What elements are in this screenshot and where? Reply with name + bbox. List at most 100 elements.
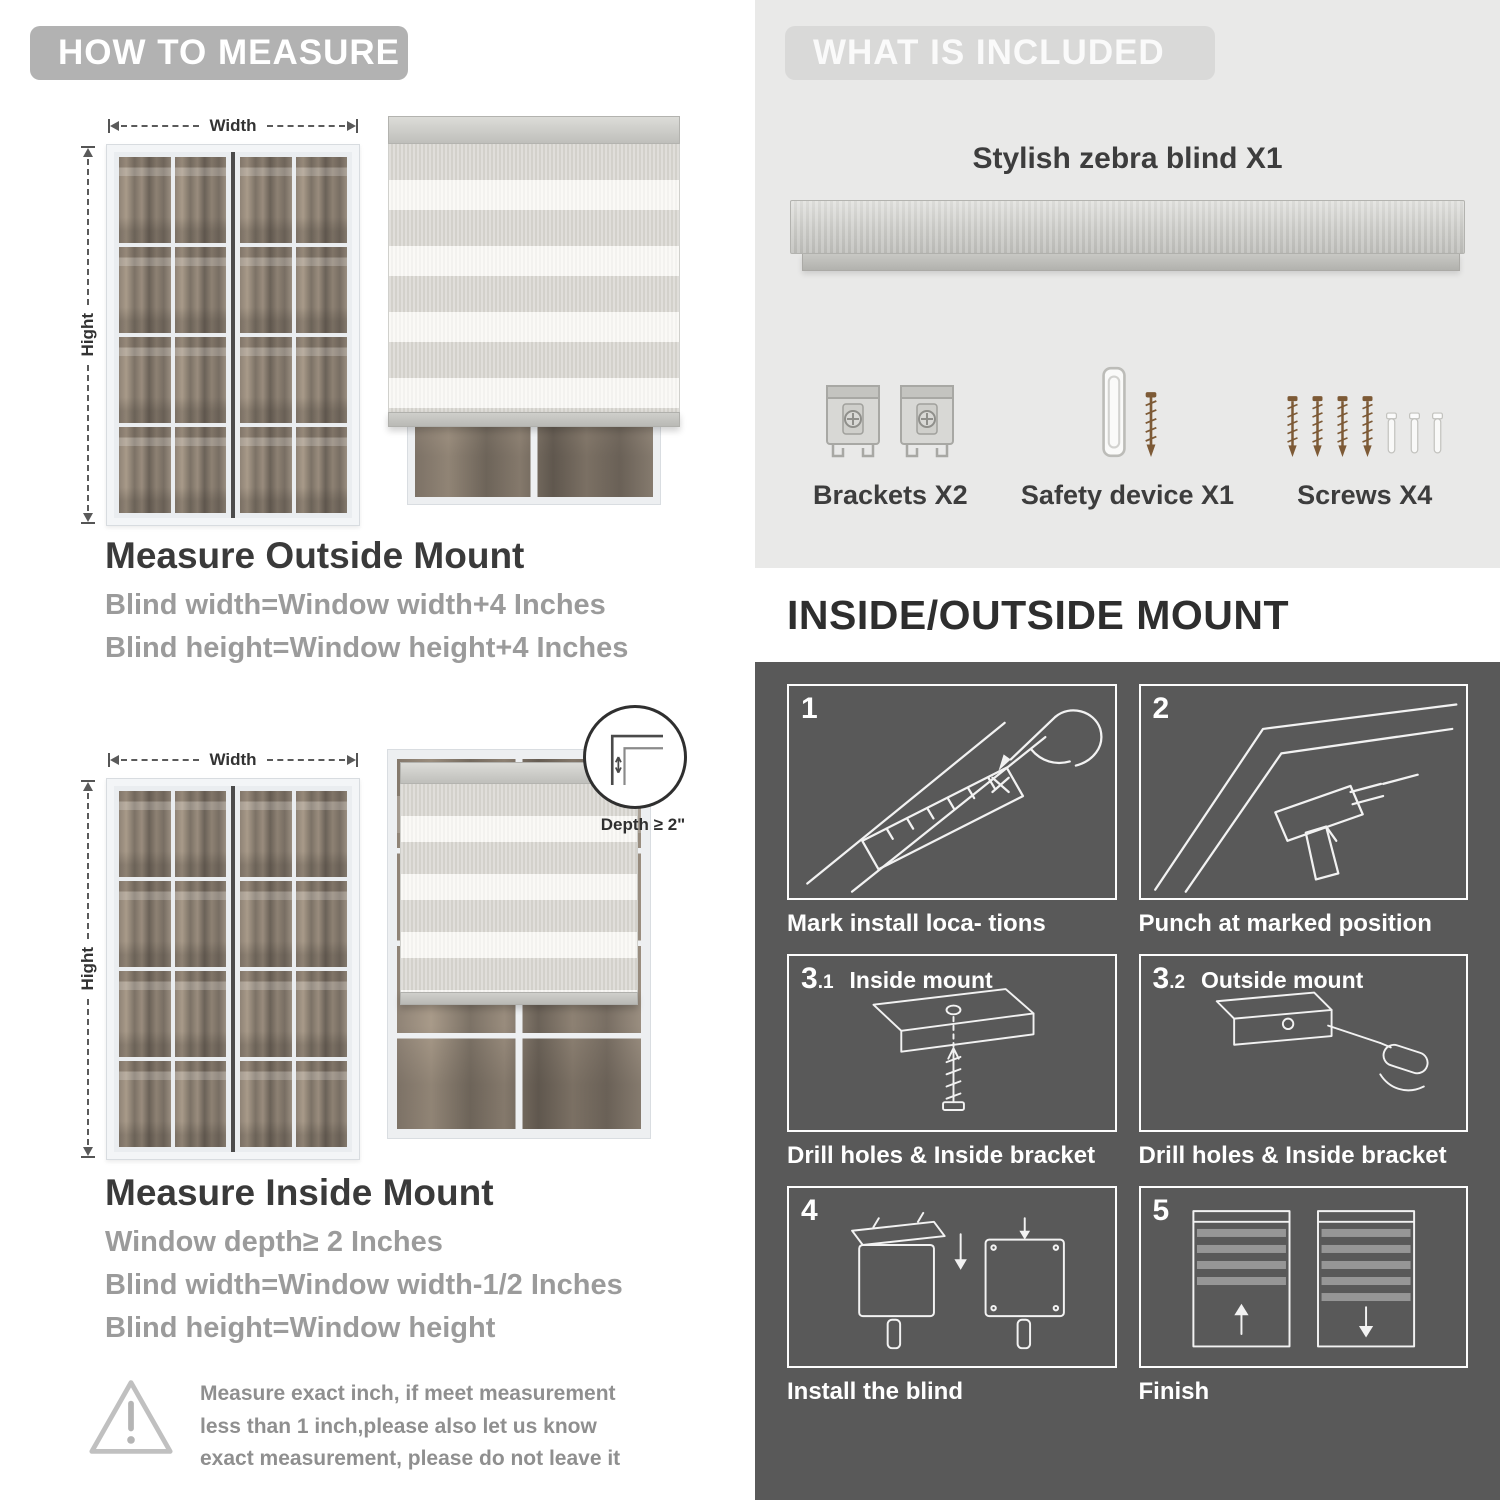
how-to-measure-banner: HOW TO MEASURE [30, 26, 408, 80]
zebra-blind [388, 116, 680, 427]
blind-bottom-rail [388, 412, 680, 427]
screw-icon [1145, 392, 1158, 457]
screw-icon [1362, 396, 1373, 457]
blind-product-label: Stylish zebra blind X1 [972, 142, 1283, 175]
zebra-blind-inside-illustration: Depth ≥ 2" [387, 705, 687, 1139]
window-sash-right [235, 152, 352, 518]
window-mullion [231, 786, 235, 1152]
depth-label: Depth ≥ 2" [600, 815, 686, 834]
step-2-box: 2 [1138, 684, 1468, 900]
bracket-icon [900, 385, 955, 458]
figure-outside-mount: Width Hight [70, 108, 680, 526]
warning-note: Measure exact inch, if meet measurement … [88, 1376, 678, 1476]
step-4: 4 I [787, 1186, 1117, 1406]
window-frame [106, 144, 360, 526]
drill-illustration [1153, 703, 1457, 893]
height-label: Hight [78, 313, 97, 357]
brackets-group: Brackets X2 [780, 338, 1001, 511]
screw-icon [1287, 396, 1298, 457]
what-is-included-banner: WHAT IS INCLUDED [785, 26, 1215, 80]
inside-mount-text: Measure Inside Mount Window depth≥ 2 Inc… [105, 1172, 623, 1355]
screws-label: Screws X4 [1297, 480, 1433, 510]
window-mullion [231, 152, 235, 518]
headrail-illustration [790, 200, 1465, 271]
window-illustration: Width Hight [70, 108, 360, 526]
window-sash-left [114, 786, 231, 1152]
blind-stripes [388, 144, 680, 412]
width-label: Width [209, 116, 257, 135]
safety-device-group: Safety device X1 [1001, 338, 1255, 511]
install-blind-illustration [851, 1211, 1065, 1350]
finish-illustration [1191, 1210, 1415, 1348]
how-to-measure-section: HOW TO MEASURE Width Hight [0, 0, 725, 1500]
headrail-lip [802, 254, 1460, 271]
blind-stripes [400, 784, 638, 992]
window-frame [106, 778, 360, 1160]
inside-height-rule: Blind height=Window height [105, 1312, 496, 1344]
zebra-blind [400, 762, 638, 1005]
wall-anchor-icon [1386, 412, 1398, 454]
mount-steps-panel: 1 Mark install loca- tions [755, 662, 1500, 1500]
outside-mount-heading: Measure Outside Mount [105, 535, 525, 576]
blind-headrail [388, 116, 680, 144]
mount-section-title: INSIDE/OUTSIDE MOUNT [755, 568, 1500, 662]
hardware-row: Brackets X2 [780, 338, 1475, 511]
safety-device-label: Safety device X1 [1020, 480, 1235, 510]
screw-icon [1312, 396, 1323, 457]
headrail-fascia [790, 200, 1465, 254]
width-arrow: Width [106, 742, 360, 778]
step-5-box: 5 [1138, 1186, 1468, 1368]
safety-device-icon [1102, 366, 1127, 458]
step-caption: Finish [1138, 1378, 1210, 1405]
outside-mount-text: Measure Outside Mount Blind width=Window… [105, 535, 628, 675]
outside-height-rule: Blind height=Window height+4 Inches [105, 632, 629, 664]
inside-bracket-illustration [872, 988, 1035, 1111]
window-sash-left [114, 152, 231, 518]
screw-icon [1337, 396, 1348, 457]
outside-width-rule: Blind width=Window width+4 Inches [105, 589, 606, 621]
step-5: 5 [1138, 1186, 1468, 1406]
step-caption: Drill holes & Inside bracket [787, 1142, 1096, 1169]
inside-width-rule: Blind width=Window width-1/2 Inches [105, 1269, 623, 1301]
step-caption: Punch at marked position [1138, 910, 1432, 937]
warning-text: Measure exact inch, if meet measurement … [200, 1382, 621, 1471]
width-arrow: Width [106, 108, 360, 144]
what-is-included-panel: WHAT IS INCLUDED Stylish zebra blind X1 [755, 0, 1500, 568]
inside-mount-heading: Measure Inside Mount [105, 1172, 494, 1213]
depth-callout-circle [583, 705, 687, 809]
height-arrow: Hight [70, 144, 106, 526]
height-label: Hight [78, 947, 97, 991]
window-sash-right [235, 786, 352, 1152]
step-1-box: 1 [787, 684, 1117, 900]
screws-group: Screws X4 [1254, 338, 1475, 511]
step-4-box: 4 [787, 1186, 1117, 1368]
figure-inside-mount: Width Hight [70, 705, 687, 1160]
step-number: 1 [801, 692, 818, 725]
blind-bottom-rail [400, 992, 638, 1005]
window-corner-icon [610, 734, 663, 785]
step-caption: Install the blind [787, 1378, 964, 1405]
window-illustration: Width Hight [70, 742, 360, 1160]
step-number: 4 [801, 1194, 818, 1227]
wall-anchor-icon [1432, 412, 1444, 454]
step-caption: Drill holes & Inside bracket [1138, 1142, 1447, 1169]
inside-depth-rule: Window depth≥ 2 Inches [105, 1226, 443, 1258]
wall-anchor-icon [1409, 412, 1421, 454]
brackets-label: Brackets X2 [813, 480, 968, 510]
width-label: Width [209, 750, 257, 769]
step-2: 2 Punch at marked position [1138, 684, 1468, 938]
height-arrow: Hight [70, 778, 106, 1160]
zebra-blind-outside-illustration [388, 116, 680, 504]
right-section: WHAT IS INCLUDED Stylish zebra blind X1 [755, 0, 1500, 1500]
step-number: 5 [1152, 1194, 1170, 1227]
step-1: 1 Mark install loca- tions [787, 684, 1117, 938]
step-caption: Mark install loca- tions [787, 910, 1046, 937]
step-number: 2 [1152, 692, 1170, 725]
